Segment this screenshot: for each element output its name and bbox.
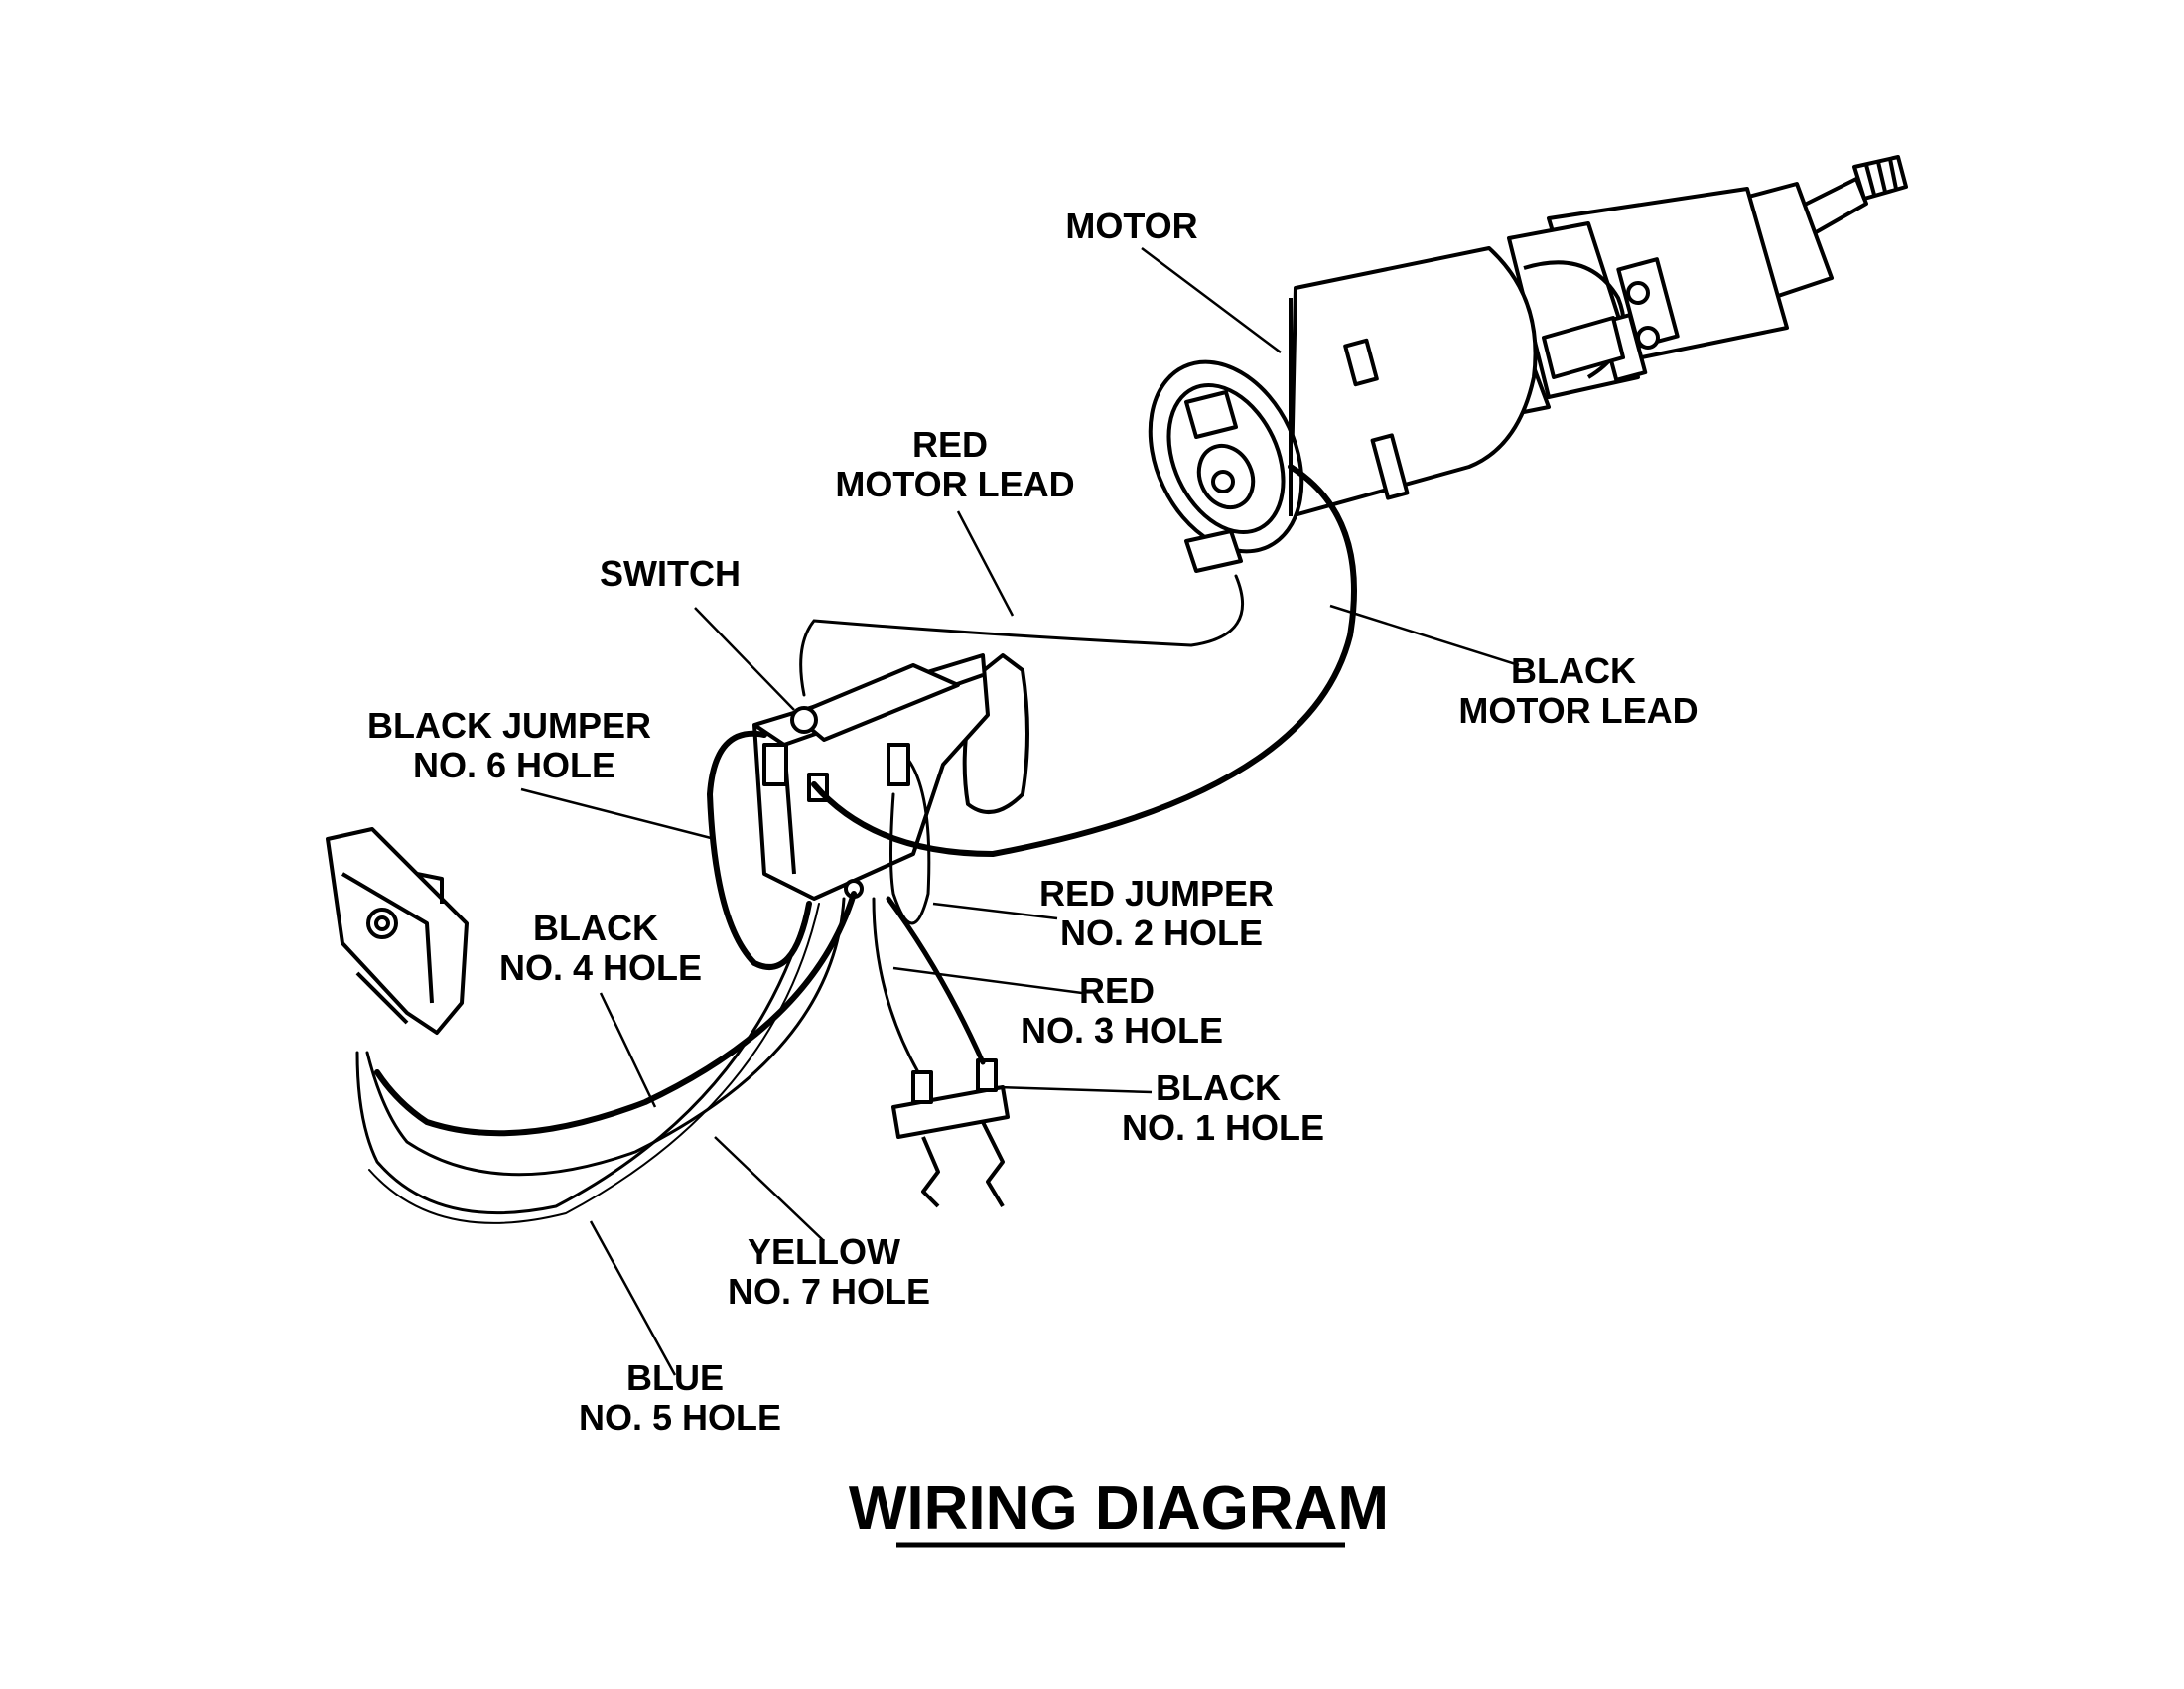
yellow-no7-wire <box>365 897 846 1177</box>
wires <box>355 464 1357 1224</box>
leader-motor <box>1141 247 1282 353</box>
leader-lines <box>520 247 1520 1376</box>
callout-labels: MOTOR RED MOTOR LEAD SWITCH BLACK MOTOR … <box>367 206 1699 1438</box>
label-yellow-no7: YELLOW NO. 7 HOLE <box>728 1231 930 1312</box>
leader-black-no4 <box>599 992 657 1108</box>
label-red-motor-lead: RED MOTOR LEAD <box>835 424 1074 504</box>
red-motor-lead-wire <box>799 574 1245 697</box>
label-black-jumper: BLACK JUMPER NO. 6 HOLE <box>367 705 661 785</box>
leader-red-jumper <box>932 902 1058 920</box>
motor-drawing <box>1148 155 1908 573</box>
leader-black-jumper <box>520 787 716 841</box>
switch-drawing <box>752 653 1029 901</box>
label-black-motor-lead: BLACK MOTOR LEAD <box>1458 650 1698 731</box>
red-no3-wire <box>872 897 920 1074</box>
leader-yellow-no7 <box>714 1136 825 1242</box>
label-red-no3: RED NO. 3 HOLE <box>1021 970 1223 1051</box>
black-no4-wire <box>374 891 857 1137</box>
terminal-connector <box>891 1058 1010 1208</box>
red-jumper-wire <box>889 758 931 925</box>
battery-terminal-block <box>326 827 469 1035</box>
label-black-no4: BLACK NO. 4 HOLE <box>499 908 702 988</box>
leader-black-motor-lead <box>1329 604 1520 667</box>
switch-lever <box>792 663 960 742</box>
label-red-jumper: RED JUMPER NO. 2 HOLE <box>1039 873 1284 953</box>
label-blue-no5: BLUE NO. 5 HOLE <box>579 1357 781 1438</box>
page-title: WIRING DIAGRAM <box>849 1475 1389 1543</box>
leader-red-motor-lead <box>956 510 1015 617</box>
motor-terminal-top <box>1184 390 1238 439</box>
black-jumper-wire <box>706 730 812 970</box>
leader-red-no3 <box>892 966 1083 995</box>
leader-switch <box>694 607 795 711</box>
motor-pinion <box>1852 155 1908 201</box>
diagram-title: WIRING DIAGRAM <box>849 1475 1389 1548</box>
black-motor-lead-wire <box>811 464 1357 858</box>
label-motor: MOTOR <box>1065 206 1197 246</box>
leader-blue-no5 <box>589 1220 677 1376</box>
blue-no5-wire <box>355 902 811 1215</box>
label-switch: SWITCH <box>600 553 741 594</box>
motor-terminal-bottom <box>1184 529 1243 573</box>
leader-black-no1 <box>997 1085 1153 1094</box>
switch-pivot <box>790 706 818 734</box>
black-no1-wire <box>886 896 986 1065</box>
label-black-no1: BLACK NO. 1 HOLE <box>1122 1067 1324 1148</box>
